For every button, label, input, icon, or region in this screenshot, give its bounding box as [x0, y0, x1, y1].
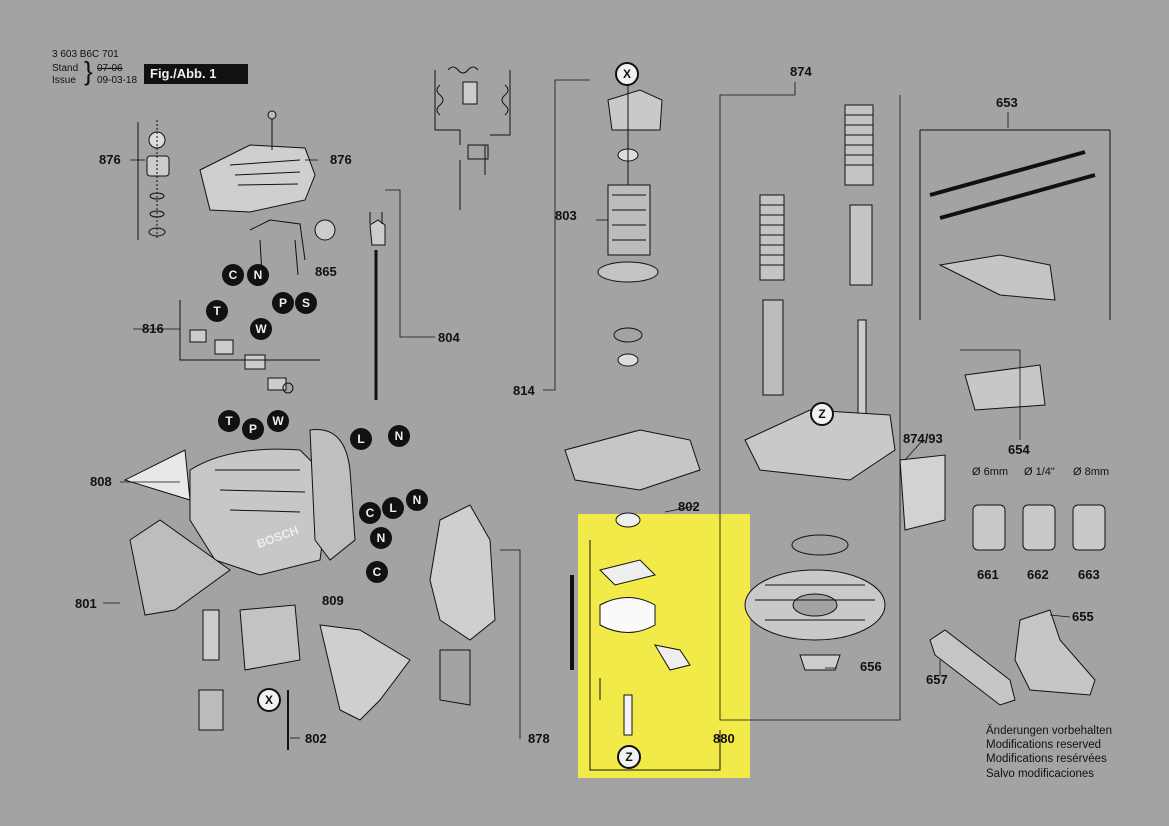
part-label-654: 654 [1008, 442, 1030, 457]
highlight-group-880 [578, 514, 750, 778]
parallel-guide [919, 129, 1111, 411]
badge-w: W [267, 410, 289, 432]
part-label-814: 814 [513, 383, 535, 398]
badge-p: P [242, 418, 264, 440]
note-line: Salvo modificaciones [986, 767, 1095, 780]
badge-l: L [350, 428, 372, 450]
note-line: Modifications reserved [986, 739, 1102, 752]
badge-n: N [370, 527, 392, 549]
badge-t: T [218, 410, 240, 432]
modification-notes: Änderungen vorbehalten Modifications res… [986, 724, 1112, 781]
knob-stack [137, 120, 170, 240]
part-label-804: 804 [438, 330, 460, 345]
badge-s: S [295, 292, 317, 314]
part-label-653: 653 [996, 95, 1018, 110]
group-880-parts [589, 512, 721, 771]
cover-876 [199, 110, 316, 213]
armature-803 [597, 70, 663, 367]
motor-housing [123, 429, 356, 576]
springs-874 [759, 104, 874, 421]
badge-c: C [366, 561, 388, 583]
part-label-816: 816 [142, 321, 164, 336]
size-1-4in: Ø 1/4" [1024, 466, 1055, 478]
badge-w: W [250, 318, 272, 340]
part-label-874: 874 [790, 64, 812, 79]
doc-number: 3 603 B6C 701 [52, 49, 119, 60]
part-label-809: 809 [322, 593, 344, 608]
part-label-661: 661 [977, 567, 999, 582]
part-label-876: 876 [330, 152, 352, 167]
badge-z: Z [810, 402, 834, 426]
badge-n: N [247, 264, 269, 286]
part-label-880: 880 [713, 731, 735, 746]
brace-glyph: } [84, 56, 93, 86]
badge-n: N [388, 425, 410, 447]
badge-x: X [615, 62, 639, 86]
part-label-876: 876 [99, 152, 121, 167]
stand-label: Stand [52, 63, 79, 74]
part-label-801: 801 [75, 596, 97, 611]
power-cord [369, 212, 386, 400]
badge-c: C [359, 502, 381, 524]
collets [972, 504, 1106, 551]
badge-l: L [382, 497, 404, 519]
part-label-808: 808 [90, 474, 112, 489]
badge-n: N [406, 489, 428, 511]
note-line: Änderungen vorbehalten [986, 725, 1112, 737]
issue-date: 09-03-18 [97, 75, 138, 86]
size-6mm: Ø 6mm [972, 466, 1009, 478]
issue-label: Issue [52, 75, 76, 86]
part-label-803: 803 [555, 208, 577, 223]
switch-parts [179, 300, 320, 394]
part-label-662: 662 [1027, 567, 1049, 582]
part-label-878: 878 [528, 731, 550, 746]
wiring-schematic [434, 66, 511, 210]
badge-x: X [257, 688, 281, 712]
size-8mm: Ø 8mm [1073, 466, 1110, 478]
part-label-657: 657 [926, 672, 948, 687]
note-line: Modifications resérvées [986, 753, 1107, 766]
part-label-802: 802 [678, 499, 700, 514]
badge-t: T [206, 300, 228, 322]
badge-z: Z [617, 745, 641, 769]
badge-p: P [272, 292, 294, 314]
part-label-865: 865 [315, 264, 337, 279]
part-label-656: 656 [860, 659, 882, 674]
part-label-802: 802 [305, 731, 327, 746]
badge-c: C [222, 264, 244, 286]
stand-date: 07-06 [97, 63, 123, 74]
part-label-655: 655 [1072, 609, 1094, 624]
part-label-663: 663 [1078, 567, 1100, 582]
figure-label: Fig./Abb. 1 [144, 64, 248, 84]
part-label-874-93: 874/93 [903, 431, 943, 446]
